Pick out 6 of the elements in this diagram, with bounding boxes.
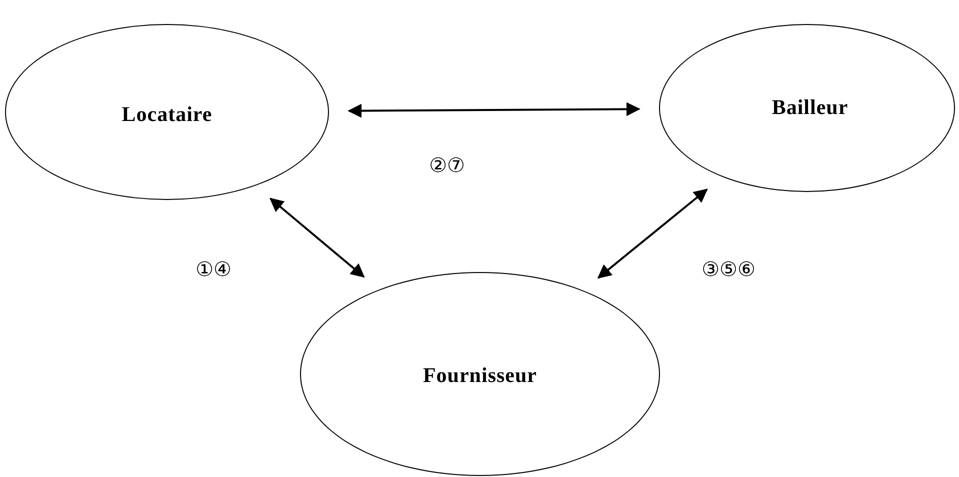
node-label: Locataire — [122, 101, 212, 128]
double-arrow — [348, 102, 640, 118]
double-arrow — [597, 188, 708, 279]
node-label: Bailleur — [772, 94, 848, 122]
double-arrow — [269, 198, 365, 278]
node-label: Fournisseur — [422, 362, 537, 390]
